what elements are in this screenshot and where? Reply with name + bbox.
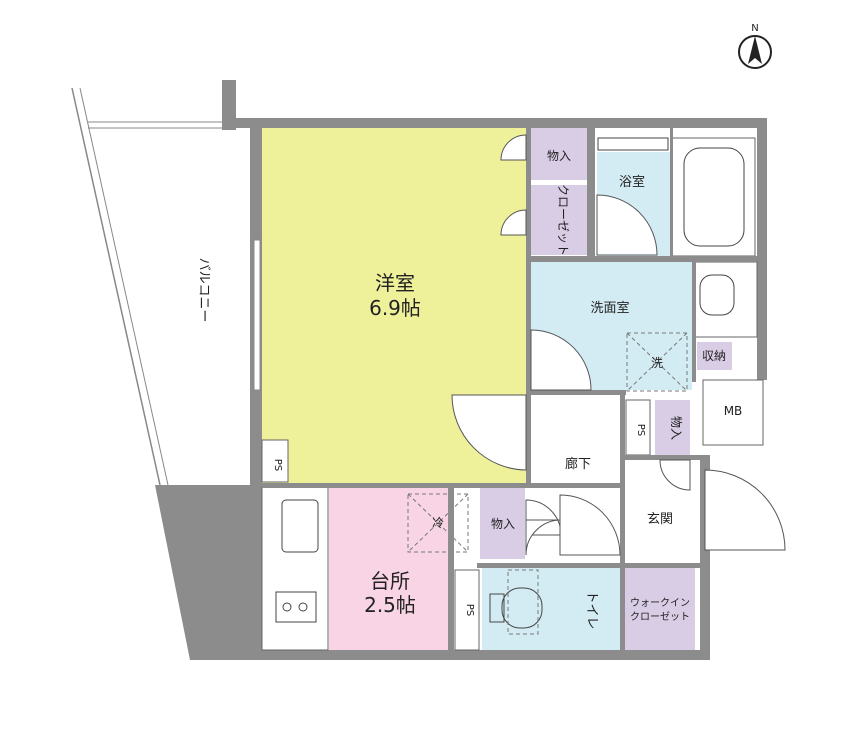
kitchen-counter — [261, 486, 329, 651]
kitchen-name: 台所 — [370, 569, 410, 593]
ps-label-3: PS — [464, 604, 475, 616]
washer-label: 洗 — [651, 356, 663, 370]
toilet-label: トイレ — [584, 590, 599, 629]
cooktop — [275, 591, 317, 623]
balcony — [71, 87, 250, 660]
storage-mid — [655, 400, 690, 455]
bath-label: 浴室 — [619, 174, 645, 190]
balcony-wall-block — [155, 485, 250, 660]
mb-box — [702, 379, 764, 446]
walkin-closet-label-1: ウォークイン — [630, 597, 690, 609]
washer-space — [626, 332, 688, 392]
closet-label: クローゼット — [556, 184, 570, 256]
western-room-size: 6.9帖 — [369, 296, 421, 320]
ps-label-2: PS — [635, 424, 646, 436]
window — [253, 239, 261, 391]
storage-top — [531, 128, 587, 180]
entrance-label: 玄関 — [647, 512, 673, 527]
compass-north-label: N — [751, 23, 758, 34]
kitchen-size: 2.5帖 — [364, 593, 416, 617]
ps-label-1: PS — [272, 459, 283, 471]
storage-kitchen-label: 物入 — [491, 517, 515, 531]
sink — [281, 499, 319, 553]
bathtub — [683, 147, 745, 247]
hallway-label: 廊下 — [565, 456, 591, 472]
fridge-label: 冷 — [432, 516, 444, 530]
fridge-space — [407, 493, 469, 553]
storage-kitchen — [480, 487, 525, 559]
toilet-washbasin — [692, 261, 758, 338]
balcony-label: バルコニー — [196, 258, 211, 323]
shuno-label: 収納 — [702, 349, 726, 363]
washroom-label: 洗面室 — [590, 300, 629, 316]
ps-box-2 — [625, 399, 651, 456]
interior-walls — [262, 128, 757, 650]
shuno — [697, 342, 732, 370]
western-room-name: 洋室 — [375, 271, 415, 295]
bathtub-area — [671, 137, 756, 257]
ps-box-1 — [261, 439, 289, 483]
mb-label: MB — [724, 404, 743, 418]
toilet-fixture — [501, 587, 543, 629]
walkin-closet — [625, 567, 695, 650]
doors — [451, 134, 786, 556]
closet — [531, 185, 587, 255]
compass — [738, 35, 772, 69]
ps-box-3 — [454, 569, 480, 651]
toilet-floor — [482, 567, 620, 650]
storage-mid-label: 物入 — [669, 416, 683, 440]
walkin-closet-label-2: クローゼット — [630, 611, 690, 623]
storage-top-label: 物入 — [547, 149, 571, 163]
